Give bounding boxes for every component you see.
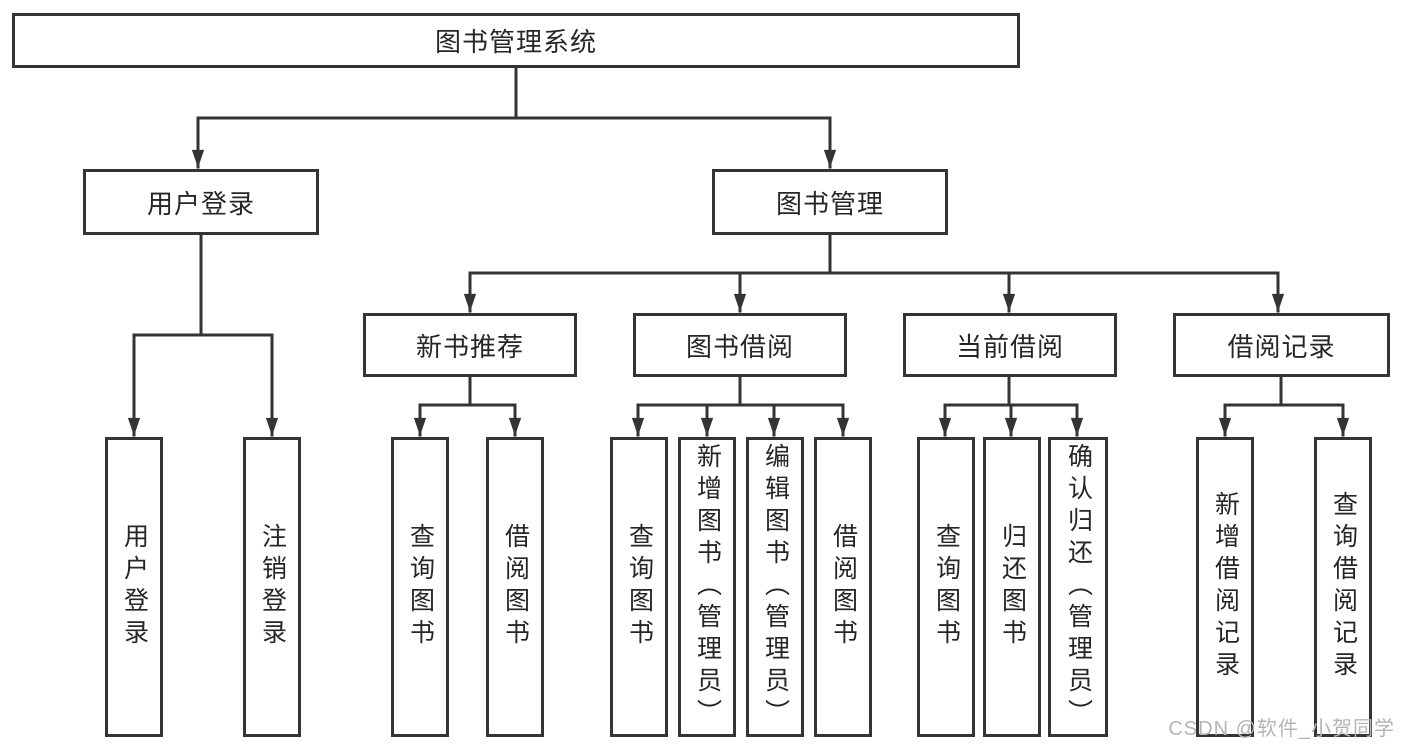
node-borrow-records-label: 借阅记录 xyxy=(1227,331,1336,362)
leaf-query-borrow-record-label: 查询借阅记录 xyxy=(1329,491,1358,683)
node-user-login-label: 用户登录 xyxy=(146,188,255,219)
leaf-add-books-admin-label: 新增图书（管理员） xyxy=(693,443,722,731)
node-root: 图书管理系统 xyxy=(12,13,1020,68)
node-current-borrow: 当前借阅 xyxy=(903,313,1117,377)
edges-root-to-level2 xyxy=(191,66,837,169)
edges-book-management xyxy=(463,233,1285,313)
node-book-management: 图书管理 xyxy=(712,169,948,235)
leaf-add-borrow-record: 新增借阅记录 xyxy=(1196,437,1254,737)
leaf-user-login-label: 用户登录 xyxy=(120,523,149,651)
leaf-confirm-return-admin: 确认归还（管理员） xyxy=(1048,437,1108,737)
leaf-recommend-query-books: 查询图书 xyxy=(391,437,449,737)
leaf-borrow-query-books: 查询图书 xyxy=(610,437,668,737)
leaf-current-query-books-label: 查询图书 xyxy=(932,523,961,651)
edges-current-borrow xyxy=(938,375,1084,437)
leaf-current-query-books: 查询图书 xyxy=(917,437,975,737)
leaf-borrow-books-label: 借阅图书 xyxy=(829,523,858,651)
node-book-management-label: 图书管理 xyxy=(775,188,884,219)
leaf-recommend-query-books-label: 查询图书 xyxy=(406,523,435,651)
leaf-query-borrow-record: 查询借阅记录 xyxy=(1314,437,1372,737)
leaf-recommend-borrow-books-label: 借阅图书 xyxy=(501,523,530,651)
node-new-book-recommend: 新书推荐 xyxy=(363,313,577,377)
leaf-return-books: 归还图书 xyxy=(983,437,1041,737)
node-user-login: 用户登录 xyxy=(83,169,319,235)
leaf-add-books-admin: 新增图书（管理员） xyxy=(678,437,736,737)
edges-book-borrow xyxy=(631,375,850,437)
leaf-borrow-books: 借阅图书 xyxy=(814,437,872,737)
node-root-label: 图书管理系统 xyxy=(434,27,597,57)
leaf-recommend-borrow-books: 借阅图书 xyxy=(486,437,544,737)
leaf-logout-label: 注销登录 xyxy=(258,523,287,651)
edges-user-login xyxy=(127,233,279,437)
node-current-borrow-label: 当前借阅 xyxy=(955,331,1064,362)
edges-borrow-records xyxy=(1218,375,1350,437)
node-book-borrow-label: 图书借阅 xyxy=(685,331,794,362)
leaf-user-login: 用户登录 xyxy=(105,437,163,737)
edges-new-book-recommend xyxy=(413,375,522,437)
leaf-return-books-label: 归还图书 xyxy=(998,523,1027,651)
leaf-confirm-return-admin-label: 确认归还（管理员） xyxy=(1064,443,1093,731)
leaf-logout: 注销登录 xyxy=(243,437,301,737)
node-book-borrow: 图书借阅 xyxy=(633,313,847,377)
node-borrow-records: 借阅记录 xyxy=(1173,313,1390,377)
leaf-add-borrow-record-label: 新增借阅记录 xyxy=(1211,491,1240,683)
leaf-edit-books-admin: 编辑图书（管理员） xyxy=(746,437,804,737)
watermark: CSDN @软件_小贺同学 xyxy=(1168,718,1395,740)
leaf-borrow-query-books-label: 查询图书 xyxy=(625,523,654,651)
node-new-book-recommend-label: 新书推荐 xyxy=(415,331,524,362)
leaf-edit-books-admin-label: 编辑图书（管理员） xyxy=(761,443,790,731)
